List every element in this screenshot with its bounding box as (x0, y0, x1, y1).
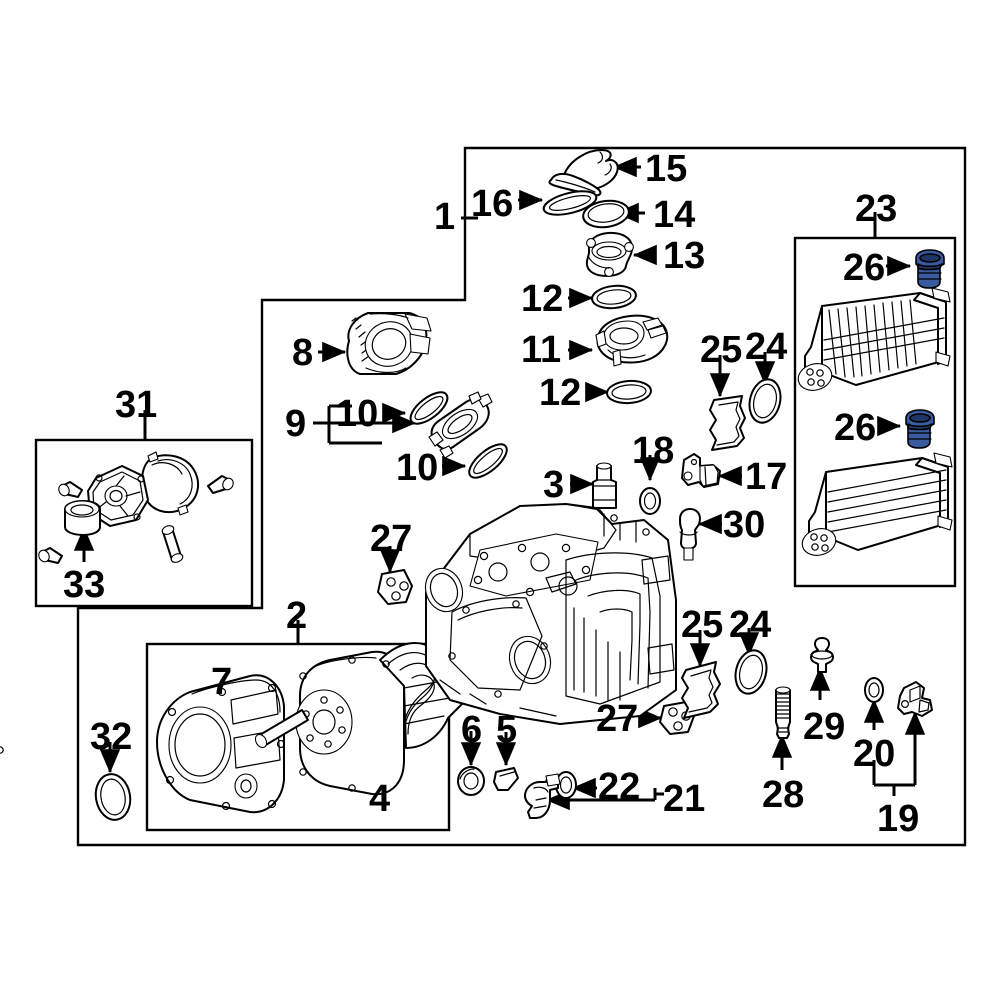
callout-22[interactable]: 22 (598, 766, 641, 808)
callout-31[interactable]: 31 (115, 384, 158, 426)
part-23b-intercooler (801, 452, 953, 556)
callout-32[interactable]: 32 (90, 716, 133, 758)
group-frame-1 (76, 146, 967, 847)
part-24b-seal-ring (734, 649, 768, 695)
part-14-seal-ring (582, 199, 630, 229)
callout-28[interactable]: 28 (762, 774, 805, 816)
part-27a-bracket (377, 569, 413, 605)
part-11-throttle-body (595, 314, 669, 367)
part-26b-mount-grommet (905, 409, 935, 449)
callout-25a[interactable]: 25 (700, 329, 743, 371)
callout-20[interactable]: 20 (853, 733, 896, 775)
part-3-valve-spool (592, 462, 617, 509)
part-24a-seal-ring (748, 378, 782, 424)
part-12b-o-ring (606, 379, 652, 405)
callout-9[interactable]: 9 (285, 403, 307, 445)
callout-12a[interactable]: 12 (521, 278, 564, 320)
part-10a-o-ring (409, 391, 449, 425)
part-21-sensor (524, 773, 561, 819)
callout-15[interactable]: 15 (645, 148, 688, 190)
callout-26b[interactable]: 26 (834, 407, 877, 449)
part-26a-mount-grommet (915, 249, 945, 289)
callout-33[interactable]: 33 (63, 564, 106, 606)
part-30-temp-sensor (679, 508, 701, 561)
callout-30[interactable]: 30 (723, 504, 766, 546)
part-15-air-inlet-hose (548, 149, 619, 197)
callout-11[interactable]: 11 (521, 329, 562, 371)
callout-6[interactable]: 6 (461, 709, 483, 751)
callout-24b[interactable]: 24 (729, 604, 772, 646)
callout-16[interactable]: 16 (471, 183, 514, 225)
callout-12b[interactable]: 12 (539, 372, 582, 414)
callout-7[interactable]: 7 (211, 661, 233, 703)
part-25a-gasket (709, 395, 746, 451)
callout-24a[interactable]: 24 (745, 326, 788, 368)
callout-21[interactable]: 21 (663, 778, 706, 820)
part-18-o-ring (639, 487, 661, 515)
part-9-throttle-adapter (428, 391, 493, 459)
callout-10b[interactable]: 10 (396, 447, 439, 489)
callout-26a[interactable]: 26 (843, 247, 886, 289)
part-10b-o-ring (468, 443, 508, 479)
callout-14[interactable]: 14 (653, 194, 696, 236)
part-16-gasket-seal (542, 190, 598, 216)
part-28-stud-bolt (775, 686, 791, 739)
bolt-group (38, 475, 234, 564)
part-6-bushing (457, 766, 485, 796)
part-31-water-pump-kit (38, 451, 234, 564)
callout-2[interactable]: 2 (286, 595, 308, 637)
callout-17[interactable]: 17 (745, 456, 788, 498)
callout-27a[interactable]: 27 (370, 518, 413, 560)
callout-29[interactable]: 29 (803, 706, 846, 748)
part-7-end-cover (156, 674, 286, 814)
callout-18[interactable]: 18 (632, 430, 675, 472)
part-23a-intercooler (797, 287, 951, 391)
callout-4[interactable]: 4 (369, 778, 391, 820)
part-19-sensor-mount (897, 681, 933, 717)
callout-23[interactable]: 23 (855, 188, 898, 230)
callout-10a[interactable]: 10 (336, 393, 379, 435)
part-17-pressure-sensor (681, 453, 721, 488)
part-5-clip (493, 767, 519, 791)
part-8-air-duct-connector (346, 312, 432, 375)
part-13-adapter-flange (585, 231, 634, 277)
part-20-seal-ring (864, 677, 884, 703)
part-12a-o-ring (591, 284, 637, 310)
callout-27b[interactable]: 27 (596, 698, 639, 740)
callout-19[interactable]: 19 (877, 798, 920, 840)
part-22-seal-ring (555, 771, 577, 799)
callout-3[interactable]: 3 (543, 464, 565, 506)
callout-13[interactable]: 13 (663, 235, 706, 277)
callout-25b[interactable]: 25 (681, 604, 724, 646)
part-32-o-ring (94, 773, 132, 821)
callout-1[interactable]: 1 (434, 196, 456, 238)
callout-5[interactable]: 5 (496, 709, 518, 751)
part-25b-gasket (681, 661, 721, 719)
part-29-mount-pin (810, 637, 834, 673)
leader-lines (73, 156, 926, 811)
callout-8[interactable]: 8 (292, 332, 314, 374)
part-intake-manifold-body (424, 503, 677, 725)
